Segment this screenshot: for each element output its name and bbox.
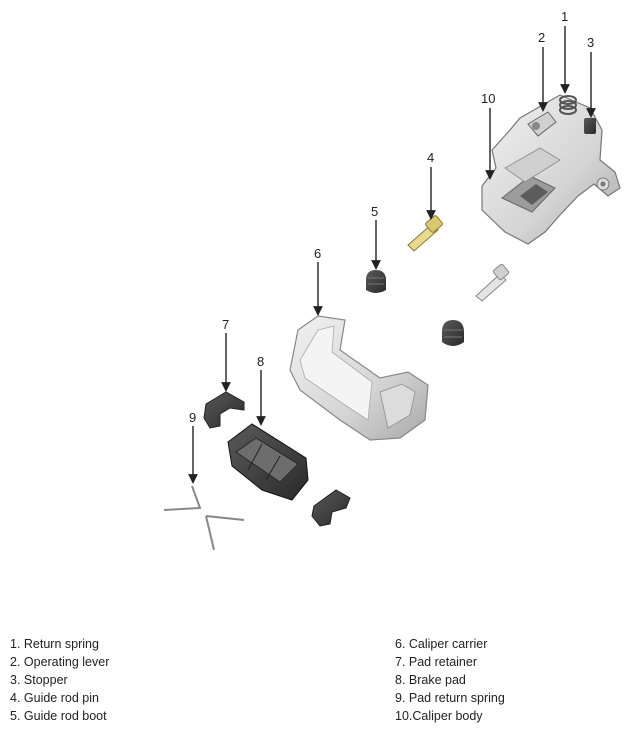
callout-2: 2: [538, 30, 545, 45]
guide-rod-boot: [366, 270, 386, 293]
pad-retainer: [203, 391, 245, 429]
callout-10: 10: [481, 91, 495, 106]
brake-pad: [227, 423, 309, 501]
callout-1: 1: [561, 9, 568, 24]
legend-right: 6. Caliper carrier 7. Pad retainer 8. Br…: [395, 635, 505, 725]
callout-9: 9: [189, 410, 196, 425]
callout-5: 5: [371, 204, 378, 219]
legend-left: 1. Return spring 2. Operating lever 3. S…: [10, 635, 109, 725]
legend-item: 9. Pad return spring: [395, 691, 505, 705]
guide-rod-boot-2: [442, 320, 464, 346]
exploded-caliper-diagram: 1 2 3 10 4 5 6 7 8 9: [163, 9, 621, 551]
callout-6: 6: [314, 246, 321, 261]
pad-return-spring: [163, 485, 245, 551]
caliper-carrier: [289, 315, 429, 441]
legend-item: 5. Guide rod boot: [10, 709, 107, 723]
callout-3: 3: [587, 35, 594, 50]
pad-retainer-2: [311, 489, 351, 527]
guide-rod-pin-2: [475, 263, 510, 302]
legend-item: 4. Guide rod pin: [10, 691, 99, 705]
legend-item: 2. Operating lever: [10, 655, 110, 669]
callout-4: 4: [427, 150, 434, 165]
legend-item: 3. Stopper: [10, 673, 68, 687]
legend-item: 10.Caliper body: [395, 709, 483, 723]
caliper-body: [481, 94, 621, 245]
legend-item: 1. Return spring: [10, 637, 99, 651]
legend-item: 6. Caliper carrier: [395, 637, 488, 651]
guide-rod-pin: [407, 215, 443, 252]
legend-item: 7. Pad retainer: [395, 655, 477, 669]
legend-item: 8. Brake pad: [395, 673, 466, 687]
callout-7: 7: [222, 317, 229, 332]
callout-8: 8: [257, 354, 264, 369]
